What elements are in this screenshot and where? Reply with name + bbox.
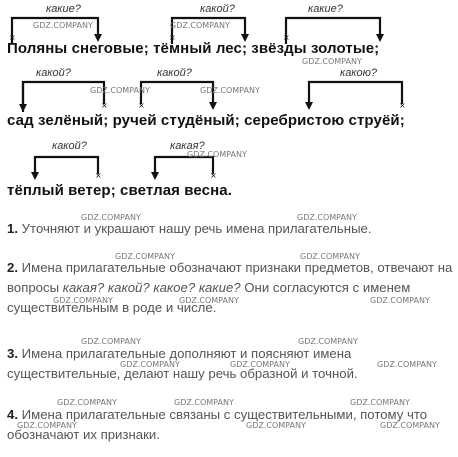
statement-questions: какая? какой? какое? какие? [62,280,241,295]
question-label: какие? [308,3,343,15]
statement: 1. Уточняют и украшают нашу речь имена п… [7,219,455,239]
watermark: GDZ.COMPANY [370,296,430,305]
watermark: GDZ.COMPANY [174,398,234,407]
statement: 2. Имена прилагательные обозначают призн… [7,258,455,318]
watermark: GDZ.COMPANY [57,398,117,407]
svg-text:×: × [399,101,406,110]
watermark: GDZ.COMPANY [90,86,150,95]
watermark: GDZ.COMPANY [120,360,180,369]
phrase-line: сад зелёный; ручей студёный; серебристою… [7,112,405,129]
watermark: GDZ.COMPANY [246,421,306,430]
svg-text:×: × [138,101,145,110]
statement-number: 2. [7,260,18,275]
statement-number: 3. [7,346,18,361]
watermark: GDZ.COMPANY [53,296,113,305]
question-label: какая? [170,140,205,152]
watermark: GDZ.COMPANY [179,296,239,305]
watermark: GDZ.COMPANY [377,360,437,369]
watermark: GDZ.COMPANY [298,337,358,346]
watermark: GDZ.COMPANY [300,252,360,261]
watermark: GDZ.COMPANY [297,213,357,222]
question-label: какие? [46,3,81,15]
statement-text: Имена прилагательные дополняют и поясняю… [7,346,358,381]
statement: 4. Имена прилагательные связаны с сущест… [7,405,455,445]
watermark: GDZ.COMPANY [187,150,247,159]
watermark: GDZ.COMPANY [33,21,93,30]
watermark: GDZ.COMPANY [17,421,77,430]
svg-text:×: × [210,171,217,180]
watermark: GDZ.COMPANY [170,21,230,30]
phrase-line: Поляны снеговые; тёмный лес; звёзды золо… [7,40,380,57]
watermark: GDZ.COMPANY [115,252,175,261]
question-label: какою? [340,67,378,79]
statement-text: Они согласуются с именем существительным… [7,280,411,315]
svg-text:×: × [95,171,102,180]
watermark: GDZ.COMPANY [230,360,290,369]
svg-text:×: × [101,101,108,110]
statement-text: Имена прилагательные обозначают признаки… [7,260,453,295]
statement-text: Имена прилагательные связаны с существит… [7,407,428,442]
watermark: GDZ.COMPANY [380,421,440,430]
question-label: какой? [36,67,71,79]
watermark: GDZ.COMPANY [81,337,141,346]
phrase-line: тёплый ветер; светлая весна. [7,182,232,199]
question-label: какой? [157,67,192,79]
question-label: какой? [200,3,235,15]
statement-number: 4. [7,407,18,422]
question-arrows: × × × × × × × × [9,16,406,180]
watermark: GDZ.COMPANY [81,213,141,222]
watermark: GDZ.COMPANY [350,398,410,407]
question-label: какой? [52,140,87,152]
watermark: GDZ.COMPANY [302,57,362,66]
watermark: GDZ.COMPANY [200,86,260,95]
statement-text: Уточняют и украшают нашу речь имена прил… [21,221,372,236]
statement-number: 1. [7,221,18,236]
statement: 3. Имена прилагательные дополняют и пояс… [7,344,455,384]
